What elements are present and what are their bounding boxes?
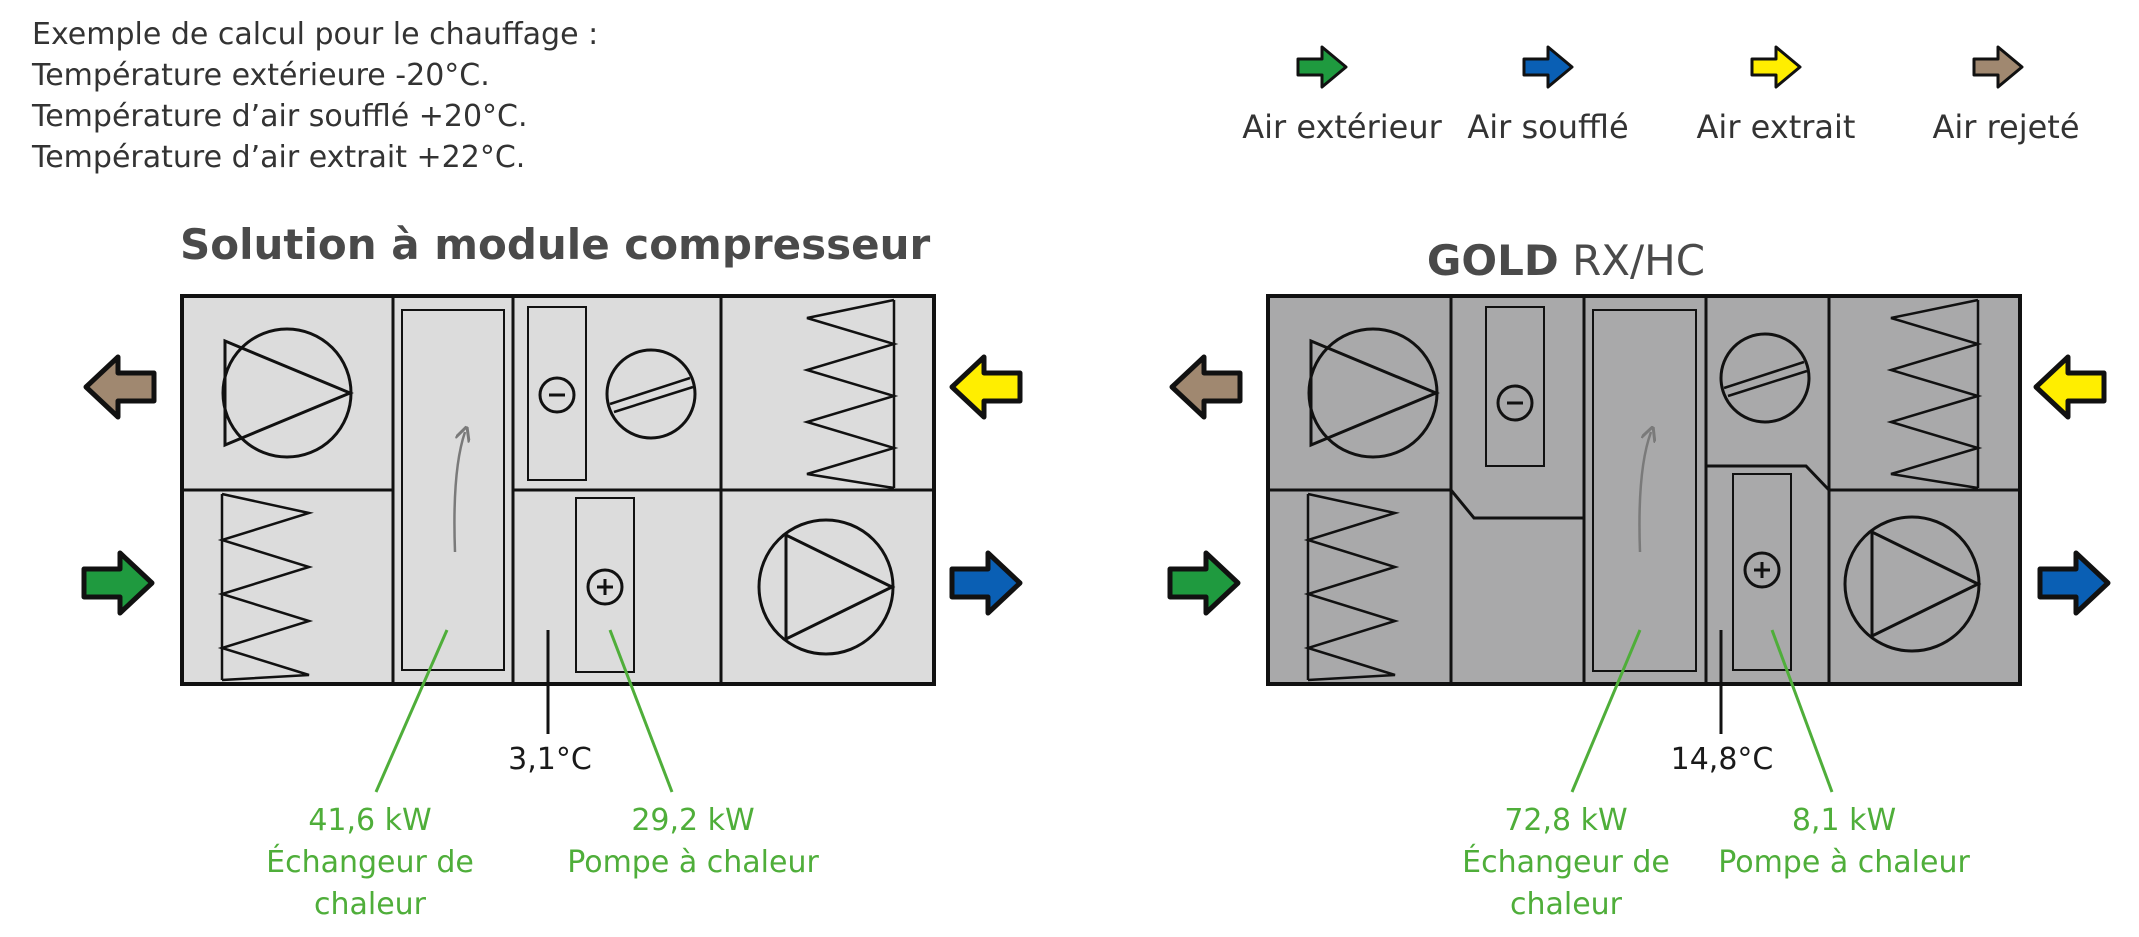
right-title-model: RX/HC: [1558, 236, 1706, 285]
right-exchanger-label-2: chaleur: [1509, 887, 1623, 922]
left-exchanger-callout: 41,6 kW Échangeur de chaleur: [266, 800, 474, 926]
left-extract-arrow-icon: [949, 354, 1023, 420]
left-outdoor-filter-icon: [217, 492, 314, 682]
left-extract-filter-icon: [802, 298, 899, 490]
left-condenser-icon: [527, 306, 587, 481]
left-exchanger-leader: [374, 629, 449, 793]
right-evaporator-icon: [1732, 473, 1792, 671]
left-heatpump-label: Pompe à chaleur: [567, 845, 819, 880]
left-evaporator-icon: [575, 497, 635, 673]
left-exchanger-label-2: chaleur: [313, 887, 427, 922]
right-temperature-value: 14,8°C: [1670, 742, 1774, 777]
right-compressor-icon: [1719, 332, 1811, 424]
legend-icon-exhaust-air: [1972, 45, 2024, 89]
right-heatpump-callout: 8,1 kW Pompe à chaleur: [1718, 800, 1970, 884]
right-outdoor-filter-icon: [1303, 492, 1400, 682]
left-heatpump-leader: [608, 629, 674, 793]
right-condenser-icon: [1485, 306, 1545, 467]
intro-line-4: Température d’air extrait +22°C.: [32, 140, 526, 175]
left-exchanger-power: 41,6 kW: [308, 803, 432, 838]
right-supply-fan-icon: [1843, 515, 1982, 653]
right-exchanger-callout: 72,8 kW Échangeur de chaleur: [1462, 800, 1670, 926]
left-outdoor-arrow-icon: [81, 550, 155, 616]
left-unit: [180, 294, 936, 686]
legend-label-extract-air: Air extrait: [1696, 108, 1856, 146]
right-title-brand: GOLD: [1426, 236, 1559, 285]
left-exchanger-icon: [401, 309, 505, 671]
intro-line-1: Exemple de calcul pour le chauffage :: [32, 17, 599, 52]
left-exchanger-label-1: Échangeur de: [266, 845, 474, 880]
left-unit-title: Solution à module compresseur: [180, 220, 931, 269]
left-temperature-value: 3,1°C: [508, 742, 592, 777]
left-heatpump-callout: 29,2 kW Pompe à chaleur: [567, 800, 819, 884]
legend-label-supply-air: Air soufflé: [1467, 108, 1629, 146]
right-exchanger-icon: [1592, 309, 1697, 672]
right-heatpump-label: Pompe à chaleur: [1718, 845, 1970, 880]
intro-line-2: Température extérieure -20°C.: [32, 58, 490, 93]
right-exchanger-power: 72,8 kW: [1504, 803, 1628, 838]
left-exhaust-arrow-icon: [83, 354, 157, 420]
right-supply-arrow-icon: [2037, 550, 2111, 616]
left-supply-fan-icon: [757, 518, 896, 656]
legend-icon-extract-air: [1750, 45, 1802, 89]
right-extract-arrow-icon: [2033, 354, 2107, 420]
left-heatpump-power: 29,2 kW: [631, 803, 755, 838]
intro-text: Exemple de calcul pour le chauffage : Te…: [32, 14, 598, 178]
right-unit: [1266, 294, 2022, 686]
legend-label-exhaust-air: Air rejeté: [1932, 108, 2080, 146]
legend-icon-supply-air: [1522, 45, 1574, 89]
legend-label-outdoor-air: Air extérieur: [1242, 108, 1442, 146]
right-exhaust-fan-icon: [1307, 327, 1440, 459]
right-outdoor-arrow-icon: [1167, 550, 1241, 616]
right-extract-filter-icon: [1886, 298, 1983, 490]
legend-icon-outdoor-air: [1296, 45, 1348, 89]
right-exhaust-arrow-icon: [1169, 354, 1243, 420]
right-heatpump-leader: [1770, 629, 1834, 793]
right-exchanger-label-1: Échangeur de: [1462, 845, 1670, 880]
left-exhaust-fan-icon: [221, 327, 354, 459]
right-heatpump-power: 8,1 kW: [1791, 803, 1897, 838]
intro-line-3: Température d’air soufflé +20°C.: [32, 99, 528, 134]
right-exchanger-leader: [1570, 629, 1642, 793]
left-compressor-icon: [605, 348, 697, 440]
right-unit-title: GOLD RX/HC: [1427, 236, 1705, 285]
left-supply-arrow-icon: [949, 550, 1023, 616]
